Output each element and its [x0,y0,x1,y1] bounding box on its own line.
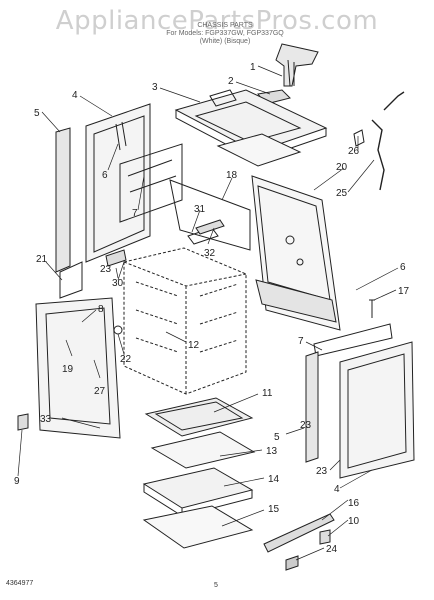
part-insulation-right [313,323,393,357]
diagram-title: CHASSIS PARTS [197,22,253,29]
footer-part-number: 4364977 [6,580,34,587]
callout-31: 31 [194,204,206,215]
part-knob-22 [113,325,123,335]
callout-11: 11 [262,388,273,399]
part-back-panel [251,175,341,331]
callout-12: 12 [188,340,200,351]
callout-17: 17 [398,286,410,297]
callout-6b: 6 [400,262,406,273]
part-clip [353,129,365,147]
callout-14: 14 [268,474,280,485]
part-insulation-left [119,143,183,223]
part-door-seal [59,261,83,299]
part-oven-bottom [144,397,254,437]
part-right-side-trim [305,351,319,463]
part-screw-17 [369,299,375,318]
callout-30: 30 [112,278,124,289]
callout-4: 4 [72,90,78,101]
part-leveler-24 [285,555,299,571]
watermark: AppliancePartsPros.com [55,6,379,36]
part-bottom-panel [142,505,254,549]
callout-5: 5 [34,108,40,119]
callout-33: 33 [40,414,52,425]
callout-15: 15 [268,504,280,515]
part-wire-harness [371,91,405,191]
callout-7: 7 [132,208,138,219]
callout-7b: 7 [298,336,304,347]
callout-16: 16 [348,498,360,509]
part-spacer-10 [319,529,331,545]
footer-page-number: 5 [214,582,218,589]
callout-21: 21 [36,254,48,265]
callout-26: 26 [348,146,360,157]
callout-8: 8 [98,304,104,315]
part-door-frame [35,297,121,439]
part-latch [105,249,127,267]
callout-13: 13 [266,446,278,457]
callout-22: 22 [120,354,132,365]
callout-1: 1 [250,62,256,73]
callout-23b: 23 [316,466,328,477]
callout-32: 32 [204,248,216,259]
part-left-side-trim [55,127,71,273]
part-oven-cavity [123,247,247,395]
part-broiler-pan [142,467,254,517]
callout-20: 20 [336,162,348,173]
part-screw-9 [17,413,29,431]
callout-9: 9 [14,476,20,487]
callout-5b: 5 [274,432,280,443]
callout-23c: 23 [300,420,312,431]
part-drawer-rail [263,513,335,553]
diagram-models: For Models: FGP337GW, FGP337GQ [166,30,284,37]
callout-24: 24 [326,544,338,555]
callout-10: 10 [348,516,360,527]
diagram-colors: (White) (Bisque) [199,38,251,45]
callout-6: 6 [102,170,108,181]
callout-23: 23 [100,264,112,275]
callout-3: 3 [152,82,158,93]
part-oven-gasket [169,179,251,251]
callout-18: 18 [226,170,238,181]
callout-19: 19 [62,364,74,375]
part-right-side-panel [339,341,415,479]
part-left-side-panel [85,103,151,263]
callout-25: 25 [336,188,348,199]
callout-27: 27 [94,386,106,397]
callout-4b: 4 [334,484,340,495]
part-bracket-32 [195,219,225,235]
callout-2: 2 [228,76,234,87]
part-top-chassis [174,89,328,167]
part-vent-trim [275,43,319,87]
part-burner-baffle [150,431,256,469]
